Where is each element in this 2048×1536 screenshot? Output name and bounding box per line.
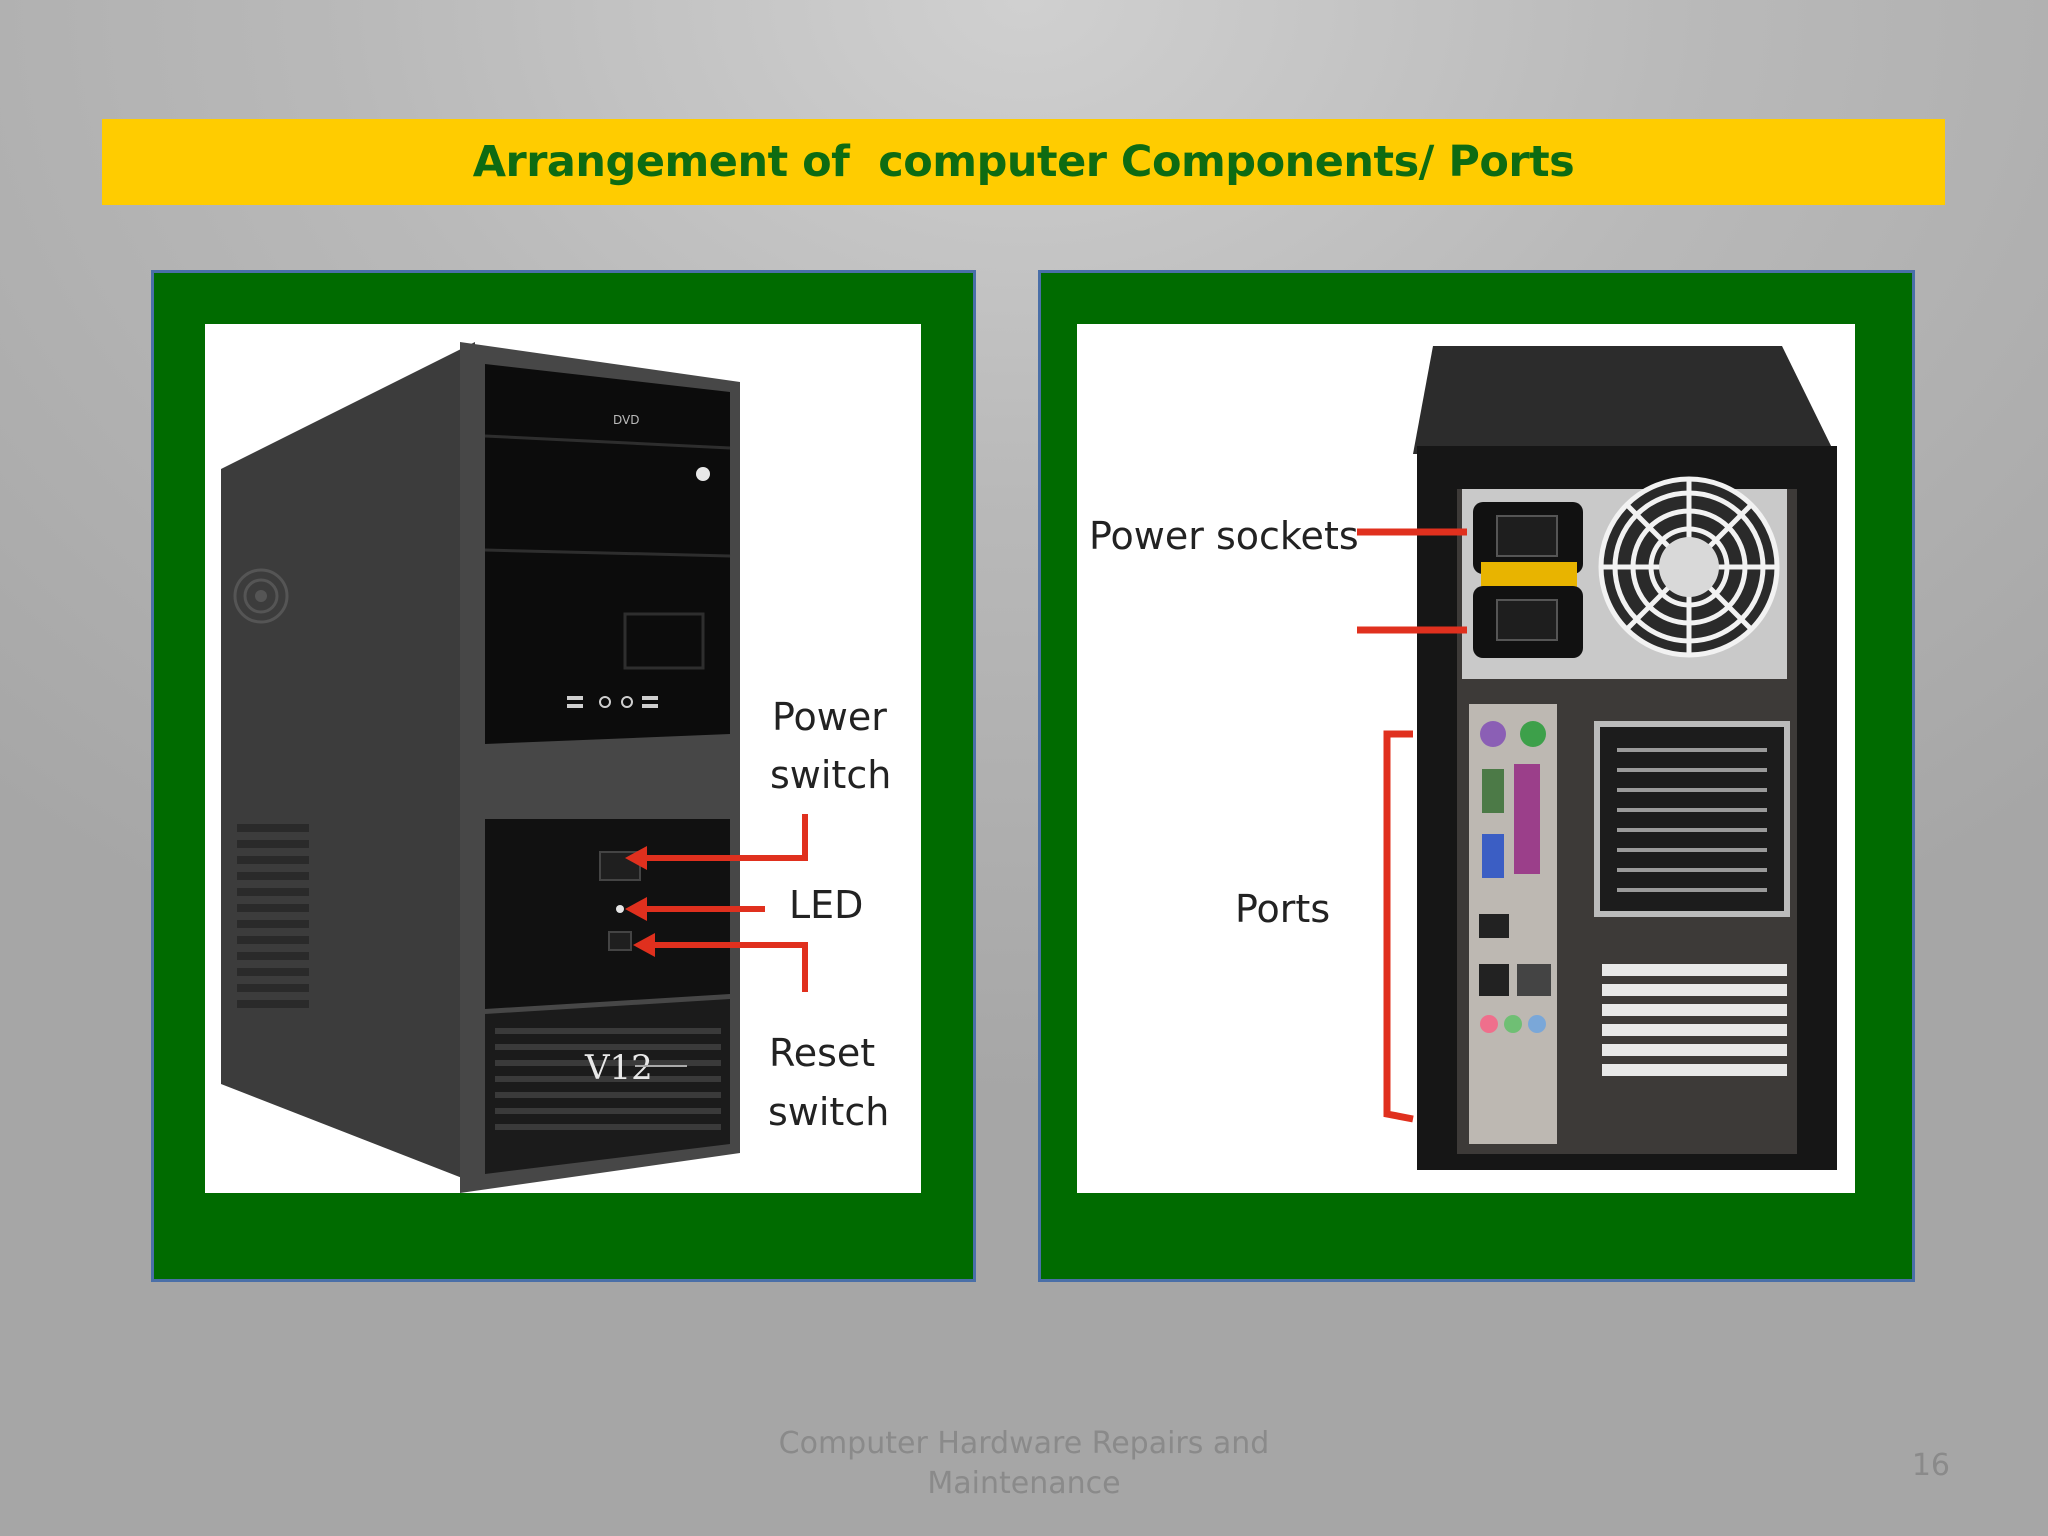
power-switch-label-line2: switch [770, 753, 892, 797]
usb-ports-bottom [1479, 964, 1509, 996]
ps2-keyboard-port [1480, 721, 1506, 747]
computer-case-front-illustration: DVD V12 [221, 342, 808, 1193]
rear-fan-grille [1594, 721, 1790, 917]
vga-port [1482, 834, 1504, 878]
control-panel [485, 819, 730, 1009]
computer-case-back-illustration [1357, 346, 1837, 1170]
power-sockets-label: Power sockets [1089, 514, 1359, 558]
serial-port [1482, 769, 1504, 813]
usb-ports-top [1479, 914, 1509, 938]
back-view-photo: Power sockets Ports [1077, 324, 1855, 1193]
parallel-port [1514, 764, 1540, 874]
front-usb-ports [567, 696, 658, 708]
led-indicator [616, 905, 624, 913]
case-side-panel [221, 342, 475, 1183]
reset-switch-button [608, 931, 632, 951]
callout-lines [1357, 528, 1467, 1123]
ethernet-port [1517, 964, 1551, 996]
title-bar: Arrangement of computer Components/ Port… [102, 119, 1945, 205]
front-view-photo: DVD V12 [205, 324, 921, 1193]
ports-label: Ports [1235, 887, 1331, 931]
expansion-slot-covers [1602, 964, 1787, 1076]
front-view-panel: DVD V12 [151, 270, 976, 1282]
case-top [1413, 346, 1835, 454]
back-view-panel: Power sockets Ports [1038, 270, 1915, 1282]
footer-course-title: Computer Hardware Repairs and Maintenanc… [778, 1426, 1270, 1501]
line-in-audio-jack [1528, 1015, 1546, 1033]
ps2-mouse-port [1520, 721, 1546, 747]
drive-label: DVD [613, 413, 639, 427]
drive-eject-button [696, 467, 710, 481]
mic-audio-jack [1480, 1015, 1498, 1033]
line-out-audio-jack [1504, 1015, 1522, 1033]
slide-title: Arrangement of computer Components/ Port… [472, 137, 1575, 187]
front-grille [485, 999, 730, 1174]
side-fan-vent [233, 568, 289, 624]
led-label: LED [789, 883, 864, 927]
callout-arrows [625, 814, 808, 992]
power-switch-label-line1: Power [772, 695, 887, 739]
reset-switch-label-line1: Reset [769, 1031, 876, 1075]
case-brand-logo: V12 [584, 1048, 653, 1088]
power-switch-button [599, 851, 641, 881]
slide-number: 16 [1911, 1448, 1950, 1483]
reset-switch-label-line2: switch [768, 1090, 890, 1134]
side-vent-grille [237, 824, 309, 1008]
